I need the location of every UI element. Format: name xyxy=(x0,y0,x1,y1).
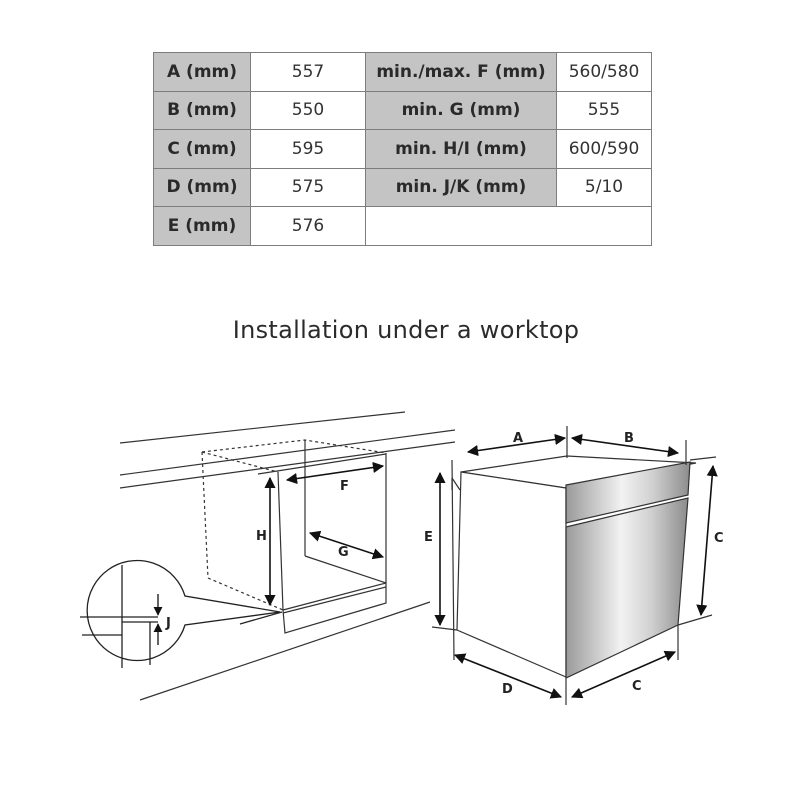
dimension-arrows-oven xyxy=(453,433,718,699)
row-label: E (mm) xyxy=(153,206,251,246)
dim-d-arrow xyxy=(453,653,563,699)
row-label: min. J/K (mm) xyxy=(365,167,557,207)
dim-c-front-arrow xyxy=(570,650,677,699)
row-value: 600/590 xyxy=(556,129,652,169)
row-label: C (mm) xyxy=(153,129,251,169)
diagram-title: Installation under a worktop xyxy=(232,316,580,344)
dimension-labels: A B C C D E F G H J xyxy=(165,431,724,697)
table-row: D (mm) 575 min. J/K (mm) 5/10 xyxy=(153,167,652,207)
table-row: E (mm) 576 xyxy=(153,206,652,246)
dim-a-arrow xyxy=(466,433,567,457)
dim-f-arrow xyxy=(285,461,385,485)
label-b: B xyxy=(624,431,634,446)
row-value: 560/580 xyxy=(556,52,652,92)
empty-cell xyxy=(365,206,652,246)
row-value: 550 xyxy=(250,90,366,130)
row-label: min. H/I (mm) xyxy=(365,129,557,169)
row-label: B (mm) xyxy=(153,90,251,130)
label-a: A xyxy=(513,431,523,446)
row-value: 595 xyxy=(250,129,366,169)
row-label: min./max. F (mm) xyxy=(365,52,557,92)
label-f: F xyxy=(340,479,349,494)
row-value: 575 xyxy=(250,167,366,207)
row-label: D (mm) xyxy=(153,167,251,207)
worktop-lines xyxy=(119,411,456,701)
table-row: A (mm) 557 min./max. F (mm) 560/580 xyxy=(153,52,652,92)
cabinet-niche xyxy=(201,439,387,634)
label-d: D xyxy=(502,682,513,697)
dimensions-table: A (mm) 557 min./max. F (mm) 560/580 B (m… xyxy=(153,52,652,246)
label-g: G xyxy=(338,545,349,560)
dimension-arrows-niche xyxy=(264,461,446,627)
row-value: 555 xyxy=(556,90,652,130)
label-h: H xyxy=(256,529,267,544)
table-row: B (mm) 550 min. G (mm) 555 xyxy=(153,90,652,130)
label-c-side: C xyxy=(714,531,724,546)
label-c-front: C xyxy=(632,679,642,694)
label-j: J xyxy=(165,616,171,631)
row-value: 576 xyxy=(250,206,366,246)
row-label: min. G (mm) xyxy=(365,90,557,130)
dim-b-arrow xyxy=(570,433,680,458)
row-label: A (mm) xyxy=(153,52,251,92)
row-value: 5/10 xyxy=(556,167,652,207)
table-row: C (mm) 595 min. H/I (mm) 600/590 xyxy=(153,129,652,169)
dim-g-arrow xyxy=(308,530,385,560)
label-e: E xyxy=(424,530,433,545)
dim-c-side-arrow xyxy=(696,464,718,617)
magnifier-detail xyxy=(80,559,283,668)
oven xyxy=(431,426,717,705)
